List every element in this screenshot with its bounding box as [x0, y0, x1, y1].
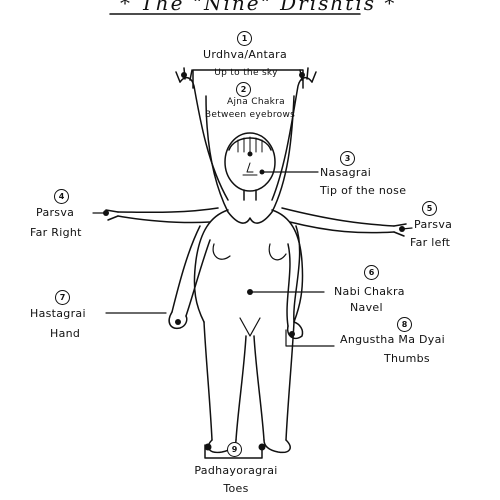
left-toes-point: [204, 443, 212, 451]
toes-bracket-line: [204, 444, 263, 459]
left-breast: [212, 243, 231, 260]
drishti-6-number: 6: [364, 265, 379, 280]
left-arm-outline: [179, 76, 229, 201]
left-outstretched-arm-top: [117, 207, 219, 214]
right-leg-outer: [285, 321, 295, 441]
drishti-8-desc: Thumbs: [384, 352, 430, 365]
drishti-7-number: 7: [55, 290, 70, 305]
thumbs-point: [289, 331, 295, 337]
drishti-3-desc: Tip of the nose: [320, 184, 407, 197]
drishti-points: [103, 72, 405, 451]
right-toes-point: [258, 443, 266, 451]
right-leg-inner: [253, 335, 265, 441]
right-hand: [286, 321, 304, 340]
right-hanging-arm-outer: [293, 225, 301, 323]
nose-point: [259, 169, 265, 175]
drishti-6-name: Nabi Chakra: [334, 285, 405, 298]
torso-right: [271, 209, 304, 323]
drishti-7-name: Hastagrai: [30, 307, 86, 320]
drishti-8-number: 8: [397, 317, 412, 332]
drishti-9-desc: Toes: [223, 482, 249, 495]
drishti-1-name: Urdhva/Antara: [202, 48, 288, 61]
thumbs-leader: [285, 329, 335, 347]
navel-point: [247, 289, 253, 295]
left-hand: [168, 311, 188, 330]
hand-point: [175, 319, 181, 325]
left-leg-outer: [203, 321, 213, 441]
far-right-point: [103, 210, 109, 216]
sky-point-right: [299, 72, 305, 78]
drishti-2-desc: Between eyebrows: [204, 110, 296, 120]
eyebrow-point: [247, 151, 253, 157]
left-hanging-arm-outer: [171, 225, 201, 313]
drishti-2-number: 2: [236, 82, 251, 97]
drishti-5-desc: Far left: [410, 236, 451, 249]
sky-point-left: [181, 72, 187, 78]
drishti-4-name: Parsva: [36, 206, 75, 219]
nose-line: [246, 162, 254, 173]
right-arm-outline: [271, 76, 313, 201]
right-outstretched-hand: [393, 223, 407, 237]
left-hanging-arm-inner: [185, 239, 211, 317]
right-foot: [263, 439, 291, 454]
drishti-9-name: Padhayoragrai: [194, 464, 278, 477]
drishti-4-desc: Far Right: [30, 226, 82, 239]
drishti-1-desc: Up to the sky: [214, 68, 278, 78]
neck-lines: [243, 189, 257, 201]
drishti-4-number: 4: [54, 189, 69, 204]
drishti-5-number: 5: [422, 201, 437, 216]
drishti-1-number: 1: [237, 31, 252, 46]
drishti-5-name: Parsva: [414, 218, 453, 231]
right-outstretched-arm-top: [281, 207, 395, 227]
drishti-2-name: Ajna Chakra: [227, 97, 285, 107]
drishti-9-number: 9: [227, 442, 242, 457]
right-hanging-arm-inner: [286, 243, 291, 327]
hair-strands: [237, 136, 263, 153]
left-outstretched-arm-bottom: [117, 215, 211, 224]
left-outstretched-hand: [105, 209, 119, 221]
drishti-8-name: Angustha Ma Dyai: [340, 333, 446, 346]
drishti-6-desc: Navel: [350, 301, 383, 314]
right-outstretched-arm-bottom: [289, 221, 395, 234]
drishti-7-desc: Hand: [50, 327, 81, 340]
arms-outline: [205, 95, 295, 224]
drishti-3-number: 3: [340, 151, 355, 166]
diagram-title: * The "Nine" Drishtis *: [120, 0, 397, 15]
torso-left: [193, 209, 229, 323]
pelvis-mark: [239, 317, 261, 337]
left-leg-inner: [235, 335, 247, 441]
head-outline: [224, 132, 276, 192]
right-breast: [268, 243, 287, 261]
drishti-3-name: Nasagrai: [320, 166, 372, 179]
far-left-point: [399, 226, 405, 232]
